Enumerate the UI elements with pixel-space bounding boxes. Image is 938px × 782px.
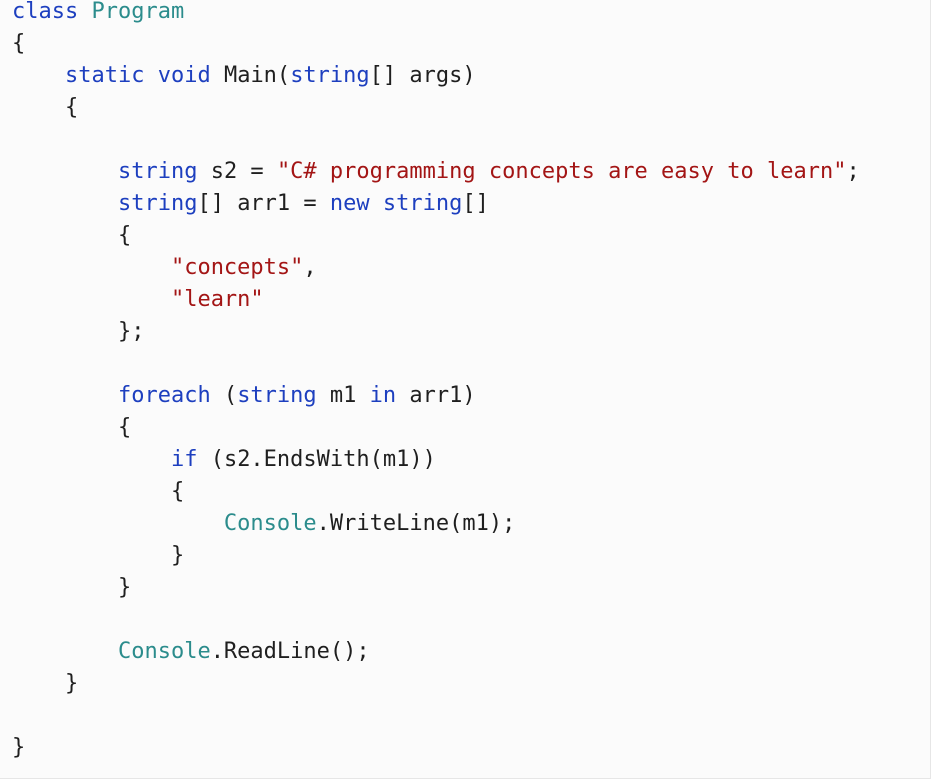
code-token-str: "C# programming concepts are easy to lea… bbox=[276, 159, 847, 184]
code-token-kw: string bbox=[237, 383, 317, 408]
code-line: Console.WriteLine(m1); bbox=[12, 508, 860, 540]
code-token-plain bbox=[12, 287, 171, 312]
code-token-plain bbox=[12, 159, 118, 184]
code-line: if (s2.EndsWith(m1)) bbox=[12, 444, 860, 476]
code-line: string s2 = "C# programming concepts are… bbox=[12, 156, 860, 188]
code-token-plain bbox=[12, 191, 118, 216]
code-token-plain: [] arr1 = bbox=[197, 191, 330, 216]
code-line: { bbox=[12, 220, 860, 252]
code-token-kw: void bbox=[157, 63, 211, 88]
code-line: "concepts", bbox=[12, 252, 860, 284]
code-token-kw: class bbox=[12, 0, 79, 24]
code-token-str: "concepts" bbox=[170, 255, 304, 280]
code-token-plain bbox=[12, 255, 171, 280]
code-token-plain bbox=[370, 191, 383, 216]
code-token-plain bbox=[144, 63, 157, 88]
code-block: class Program{ static void Main(string[]… bbox=[12, 0, 860, 764]
code-token-plain: } bbox=[12, 671, 79, 696]
code-token-kw: string bbox=[382, 191, 463, 216]
code-token-plain: } bbox=[12, 575, 132, 600]
code-token-plain: s2 = bbox=[197, 159, 277, 184]
code-token-type: Console bbox=[223, 511, 317, 536]
code-line bbox=[12, 604, 860, 636]
code-token-type: Console bbox=[117, 639, 211, 664]
code-token-plain: { bbox=[12, 223, 132, 248]
code-line: } bbox=[12, 732, 860, 764]
code-token-plain bbox=[12, 511, 224, 536]
code-line: } bbox=[12, 540, 860, 572]
code-token-plain: .ReadLine(); bbox=[210, 639, 370, 664]
code-token-plain: , bbox=[303, 255, 317, 280]
code-line: class Program bbox=[12, 0, 860, 28]
code-token-plain: (s2.EndsWith(m1)) bbox=[197, 447, 436, 472]
code-token-plain: .WriteLine(m1); bbox=[316, 511, 516, 536]
code-line: { bbox=[12, 476, 860, 508]
code-line bbox=[12, 124, 860, 156]
code-token-plain: { bbox=[12, 415, 132, 440]
code-token-kw: in bbox=[369, 383, 397, 408]
code-line: Console.ReadLine(); bbox=[12, 636, 860, 668]
code-token-plain bbox=[12, 639, 118, 664]
code-token-plain: [] args) bbox=[369, 63, 476, 88]
code-line bbox=[12, 348, 860, 380]
code-line: { bbox=[12, 412, 860, 444]
code-token-plain: Main( bbox=[210, 63, 291, 88]
code-token-str: "learn" bbox=[170, 287, 264, 312]
code-token-plain: ( bbox=[210, 383, 238, 408]
code-line bbox=[12, 700, 860, 732]
code-token-plain: arr1) bbox=[396, 383, 476, 408]
code-line: static void Main(string[] args) bbox=[12, 60, 860, 92]
code-token-plain bbox=[12, 383, 118, 408]
code-token-kw: string bbox=[117, 159, 198, 184]
code-token-plain: { bbox=[12, 95, 79, 120]
code-token-plain bbox=[78, 0, 91, 24]
code-line: { bbox=[12, 28, 860, 60]
code-token-kw: string bbox=[290, 63, 370, 88]
code-token-plain: } bbox=[12, 543, 185, 568]
code-token-kw: if bbox=[170, 447, 198, 472]
code-line: string[] arr1 = new string[] bbox=[12, 188, 860, 220]
code-line: { bbox=[12, 92, 860, 124]
code-line: } bbox=[12, 572, 860, 604]
code-line: }; bbox=[12, 316, 860, 348]
code-line: } bbox=[12, 668, 860, 700]
code-token-plain bbox=[12, 447, 171, 472]
code-token-plain bbox=[12, 63, 65, 88]
code-token-kw: static bbox=[64, 63, 145, 88]
code-token-plain: [] bbox=[462, 191, 489, 216]
code-token-kw: string bbox=[117, 191, 198, 216]
code-line: "learn" bbox=[12, 284, 860, 316]
code-token-plain: } bbox=[12, 735, 26, 760]
code-token-plain: { bbox=[12, 31, 26, 56]
code-token-plain: m1 bbox=[316, 383, 370, 408]
code-line: foreach (string m1 in arr1) bbox=[12, 380, 860, 412]
code-token-kw: new bbox=[329, 191, 370, 216]
code-token-kw: foreach bbox=[117, 383, 211, 408]
code-token-type: Program bbox=[91, 0, 185, 24]
code-token-plain: { bbox=[12, 479, 185, 504]
code-token-plain: ; bbox=[846, 159, 860, 184]
code-token-plain: }; bbox=[12, 319, 145, 344]
